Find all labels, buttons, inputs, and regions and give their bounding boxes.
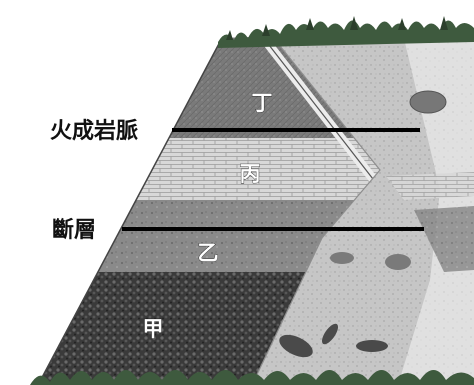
layer-label-d: 丁: [252, 91, 273, 115]
grass-bottom: [30, 370, 474, 385]
layer-label-b: 乙: [198, 241, 219, 265]
igneous-dike: [252, 30, 474, 385]
layer-label-c: 丙: [240, 162, 261, 186]
fault-label: 斷層: [52, 217, 96, 243]
grass-top: [218, 20, 474, 48]
xenolith: [409, 90, 447, 114]
layer-label-a: 甲: [143, 317, 164, 341]
intrusion-label: 火成岩脈: [50, 119, 138, 144]
